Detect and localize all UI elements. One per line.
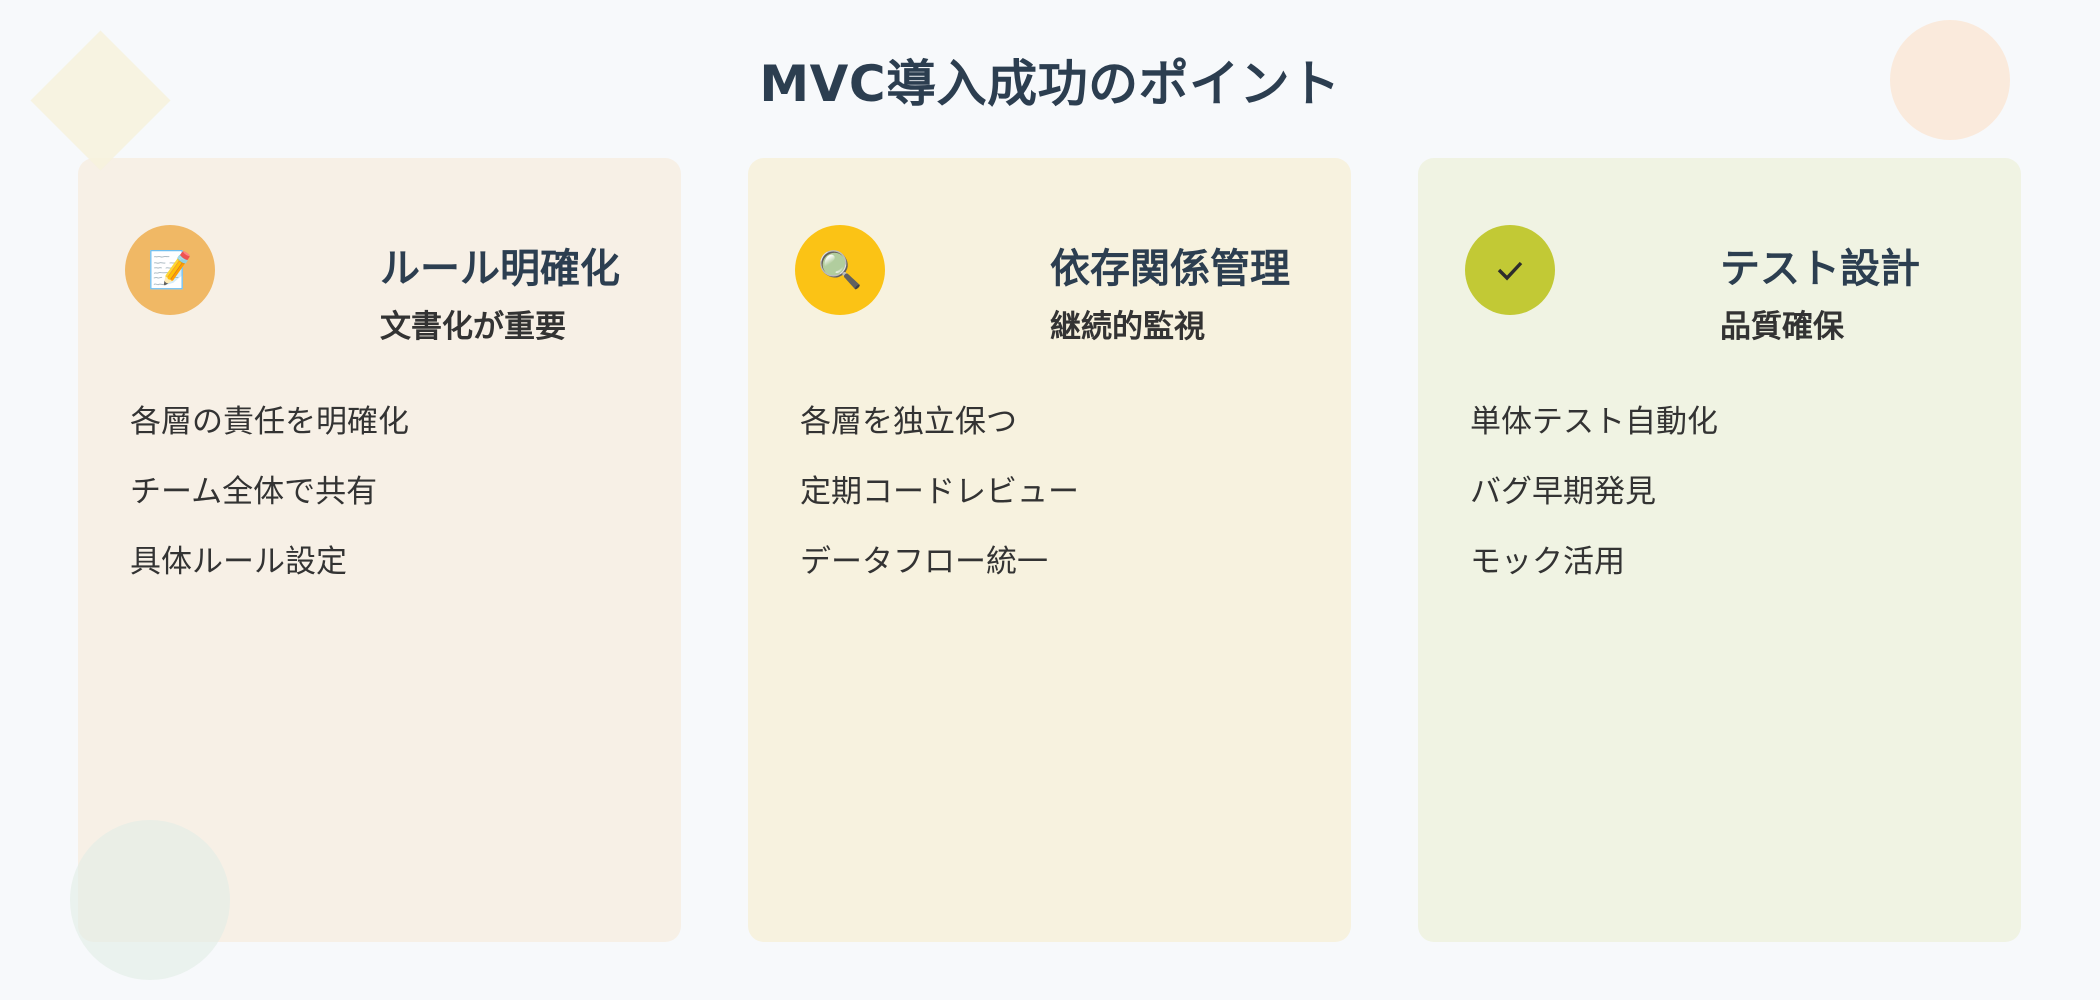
list-item: チーム全体で共有	[130, 474, 378, 510]
memo-pencil-glyph: 📝	[147, 250, 193, 291]
cards-container: 📝 ルール明確化 文書化が重要 各層の責任を明確化 チーム全体で共有 具体ルール…	[78, 158, 2021, 942]
list-item: 各層の責任を明確化	[130, 404, 409, 440]
check-icon	[1465, 225, 1555, 315]
card-subtitle: 品質確保	[1720, 309, 1844, 345]
card-subtitle: 継続的監視	[1050, 309, 1205, 345]
magnifying-glass-icon: 🔍	[795, 225, 885, 315]
card-point-list: 単体テスト自動化 バグ早期発見 モック活用	[1470, 404, 1718, 614]
list-item: バグ早期発見	[1470, 474, 1656, 510]
list-item: データフロー統一	[800, 544, 1048, 580]
card-point-list: 各層を独立保つ 定期コードレビュー データフロー統一	[800, 404, 1079, 614]
list-item: 各層を独立保つ	[800, 404, 1017, 440]
list-item: 単体テスト自動化	[1470, 404, 1718, 440]
check-glyph	[1497, 261, 1523, 281]
card-rule-clarification: 📝 ルール明確化 文書化が重要 各層の責任を明確化 チーム全体で共有 具体ルール…	[78, 158, 681, 942]
card-header: テスト設計 品質確保	[1465, 225, 1981, 345]
card-heading-group: テスト設計 品質確保	[1720, 245, 1920, 346]
card-subtitle: 文書化が重要	[380, 309, 566, 345]
list-item: 定期コードレビュー	[800, 474, 1079, 510]
card-dependency-management: 🔍 依存関係管理 継続的監視 各層を独立保つ 定期コードレビュー データフロー統…	[748, 158, 1351, 942]
card-point-list: 各層の責任を明確化 チーム全体で共有 具体ルール設定	[130, 404, 409, 614]
list-item: 具体ルール設定	[130, 544, 347, 580]
card-test-design: テスト設計 品質確保 単体テスト自動化 バグ早期発見 モック活用	[1418, 158, 2021, 942]
card-title: ルール明確化	[380, 246, 620, 292]
card-header: 📝 ルール明確化 文書化が重要	[125, 225, 641, 345]
card-header: 🔍 依存関係管理 継続的監視	[795, 225, 1311, 345]
card-heading-group: 依存関係管理 継続的監視	[1050, 245, 1290, 346]
list-item: モック活用	[1470, 544, 1625, 580]
memo-pencil-icon: 📝	[125, 225, 215, 315]
card-title: テスト設計	[1720, 246, 1920, 292]
card-title: 依存関係管理	[1050, 246, 1290, 292]
magnifying-glass-glyph: 🔍	[817, 250, 863, 291]
card-heading-group: ルール明確化 文書化が重要	[380, 245, 620, 346]
page-title: MVC導入成功のポイント	[759, 55, 1341, 113]
